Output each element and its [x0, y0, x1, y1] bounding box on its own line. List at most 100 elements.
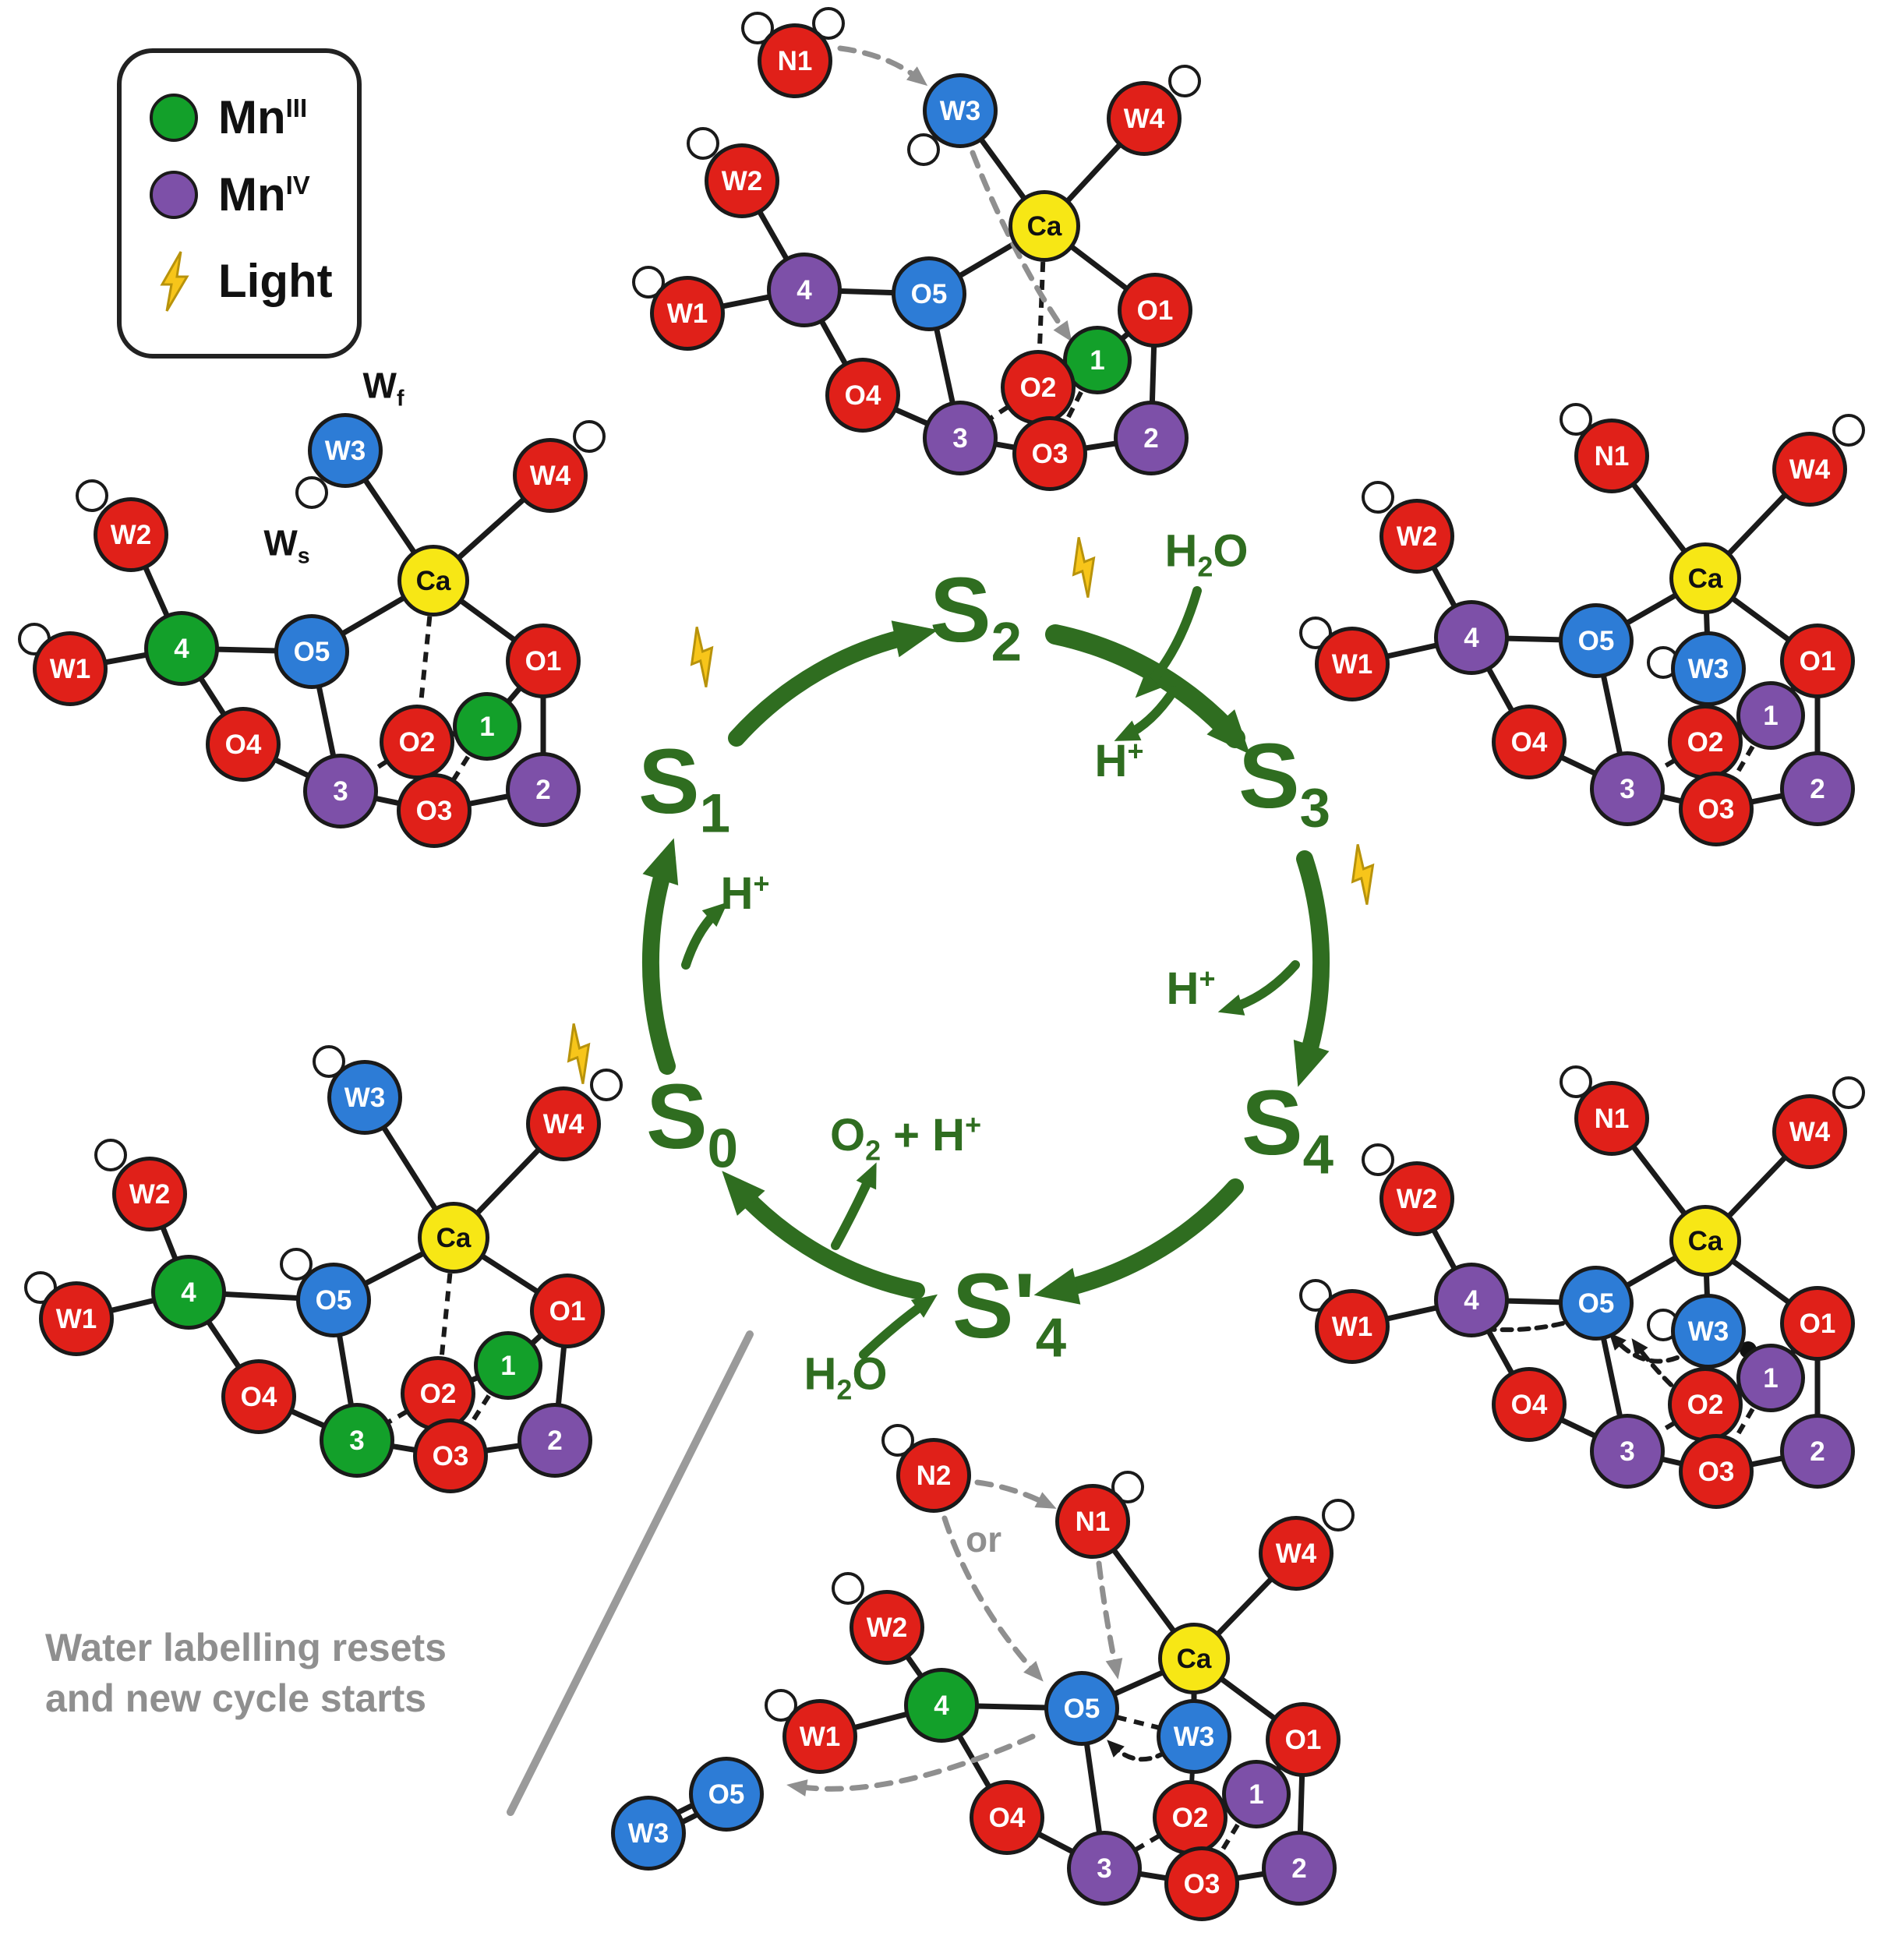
s2-bond-ca-w4 [1042, 116, 1146, 228]
arrow-path-19 [1455, 1320, 1565, 1336]
cycle-arrows-group [507, 45, 1757, 1841]
arrow-path-11 [681, 902, 728, 970]
arrow-path-12 [837, 45, 928, 87]
arrow-path-20 [1631, 1338, 1686, 1399]
s2-bond-o1-mn1 [1095, 308, 1157, 362]
s1-bond-o2-mn3 [339, 740, 419, 793]
s2-bond-o1-ca [1042, 224, 1157, 313]
arrow-path-16 [1096, 1560, 1123, 1680]
s4p-bond-mn1-o3 [1199, 1793, 1259, 1885]
s3-bond-o1-mn1 [1768, 659, 1820, 718]
s4-bond-o1-ca [1703, 1238, 1820, 1326]
s1-bond-mn4-o4 [179, 647, 246, 746]
arrow-path-8 [1217, 960, 1300, 1016]
s0-bond-o4-mn3 [257, 1394, 359, 1443]
s0-bond-mn4-o5 [188, 1289, 334, 1303]
s3-bond-ca-n1 [1609, 454, 1708, 581]
arrow-path-0 [728, 620, 938, 747]
arrow-path-5 [641, 838, 679, 1075]
s2-bond-o5-ca [927, 223, 1046, 297]
s3-bond-w2-mn4 [1414, 535, 1475, 639]
s4-bond-ca-w3 [1702, 1240, 1711, 1332]
s4p-bond-mn3-o3 [1104, 1865, 1203, 1887]
s0-bond-mn1-o2 [436, 1362, 510, 1397]
s4p-bond-w1-mn4 [819, 1702, 942, 1740]
s2-bond-mn1-o2 [1037, 357, 1099, 390]
s1-bond-mn4-o5 [181, 645, 313, 655]
s0-bond-o1-mn1 [506, 1309, 570, 1368]
arrow-path-6 [1135, 586, 1202, 698]
s3-bond-o4-mn3 [1528, 739, 1629, 792]
s0-bond-w1-mn4 [76, 1289, 189, 1322]
s1-bond-o5-ca [310, 578, 435, 655]
lightning-bolt-icon-3 [567, 1023, 591, 1084]
arrow-path-7 [1114, 686, 1178, 741]
s0-bond-o1-ca [452, 1235, 569, 1313]
s4-bond-mn4-o4 [1468, 1298, 1532, 1406]
arrow-path-2 [1293, 850, 1330, 1087]
arrow-path-3 [1033, 1178, 1244, 1305]
s4p-bond-o1-mn1 [1254, 1737, 1305, 1796]
s2-bond-mn4-o5 [804, 287, 930, 297]
s1-bond-o1-mn1 [485, 659, 546, 729]
s2-bond-o4-mn3 [861, 392, 962, 441]
s3-bond-ca-w3 [1702, 578, 1711, 669]
s3-bond-w1-mn4 [1351, 634, 1472, 667]
s3-bond-w3-o2 [1703, 668, 1711, 743]
lightning-bolt-icon-1 [1072, 537, 1096, 598]
s1-bond-w2-mn4 [128, 533, 185, 650]
s1-bond-mn1-o2 [416, 723, 488, 745]
s3-bond-o1-ca [1703, 576, 1820, 663]
s4-bond-o4-mn3 [1528, 1401, 1629, 1454]
s4p-bond-mn2-o1 [1296, 1739, 1306, 1869]
s3-bond-o5-ca [1595, 575, 1707, 644]
arrow-path-21 [1107, 1740, 1168, 1762]
lightning-bolt-icon-0 [690, 627, 714, 687]
s4-bond-o5-ca [1595, 1238, 1707, 1306]
s1-bond-mn3-o3 [340, 788, 435, 814]
s1-bond-o1-ca [431, 578, 546, 663]
s0-bond-o5-ca [332, 1235, 455, 1303]
s2-bond-mn4-o4 [801, 288, 866, 397]
s3-bond-ca-w4 [1703, 467, 1812, 581]
s4-bond-mn1-o3 [1714, 1376, 1773, 1473]
s4p-bond-w2-mn4 [885, 1625, 944, 1708]
s2-bond-o3-mn2 [1049, 435, 1152, 457]
s1-bond-o4-mn3 [242, 741, 342, 794]
s2-bond-mn1-o3 [1047, 359, 1100, 455]
s4p-bond-o4-mn3 [1005, 1814, 1106, 1871]
s0-bond-ca-w3 [362, 1096, 456, 1239]
s0-bond-mn3-o5 [330, 1299, 360, 1441]
s4-bond-ca-n1 [1609, 1116, 1708, 1243]
s3-bond-mn3-o5 [1593, 640, 1630, 790]
s0-bond-o3-mn2 [450, 1437, 556, 1459]
s0-bond-w2-mn4 [147, 1192, 192, 1294]
s3-bond-mn4-o4 [1468, 636, 1532, 744]
arrow-path-22 [507, 1330, 754, 1816]
s4p-bond-mn4-o5 [941, 1702, 1083, 1712]
s3-bond-o2-mn3 [1626, 740, 1707, 791]
arrow-path-17 [786, 1733, 1036, 1796]
s2-bond-o2-mn3 [959, 385, 1040, 440]
s3-bond-o3-mn2 [1715, 786, 1818, 812]
s4p-bond-ca-w4 [1192, 1551, 1298, 1661]
s4p-bond-o5-ca [1080, 1655, 1196, 1712]
s4p-bond-w3-o2 [1188, 1736, 1196, 1818]
s3-bond-mn4-o5 [1471, 634, 1597, 644]
s1-bond-ca-w3 [343, 449, 436, 582]
lightning-bolt-icon-2 [1351, 844, 1375, 905]
s1-bond-ca-o2 [415, 580, 436, 743]
s0-bond-mn3-o3 [356, 1437, 451, 1459]
s1-bond-ca-w4 [431, 473, 553, 583]
s4p-bond-mn3-o5 [1079, 1708, 1107, 1869]
s2-bond-ca-o2 [1036, 225, 1047, 388]
arrow-path-14 [941, 1515, 1044, 1682]
s2-bond-mn3-o3 [959, 435, 1051, 457]
s0-bond-mn2-o1 [552, 1310, 570, 1441]
s1-bond-w1-mn4 [69, 645, 182, 672]
s1-bond-mn3-o5 [309, 651, 344, 792]
s2-bond-w1-mn4 [687, 287, 805, 316]
arrow-path-10 [859, 1294, 938, 1359]
s4-bond-o3-mn2 [1715, 1448, 1818, 1475]
